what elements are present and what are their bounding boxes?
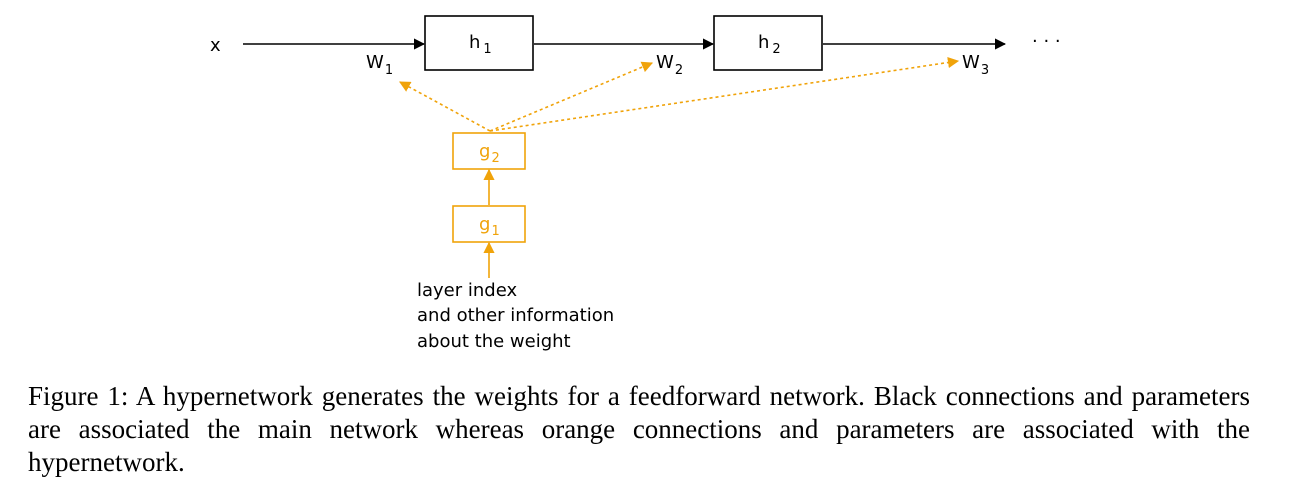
weight-label-w3: W3: [962, 52, 989, 78]
svg-text:g2: g2: [479, 141, 500, 166]
hyper-arrow-to-w3: [489, 56, 960, 132]
hyper-arrow-to-w2: [489, 61, 654, 132]
input-label: x: [210, 35, 221, 56]
input-note-line-3: about the weight: [417, 331, 571, 352]
weight-label-w2: W2: [656, 52, 683, 78]
figure-caption: Figure 1: A hypernetwork generates the w…: [28, 381, 1250, 477]
svg-text:h1: h1: [469, 32, 492, 57]
weight-label-w1: W1: [366, 52, 393, 78]
input-note-line-1: layer index: [417, 280, 517, 301]
svg-text:g1: g1: [479, 214, 500, 239]
ellipsis: · · ·: [1032, 31, 1061, 52]
hyper-node-g1: g1: [452, 205, 526, 243]
svg-text:h2: h2: [758, 32, 781, 57]
hyper-arrow-to-w1: [399, 81, 491, 132]
input-note-line-2: and other information: [417, 305, 614, 326]
hyper-node-g2: g2: [452, 132, 526, 170]
